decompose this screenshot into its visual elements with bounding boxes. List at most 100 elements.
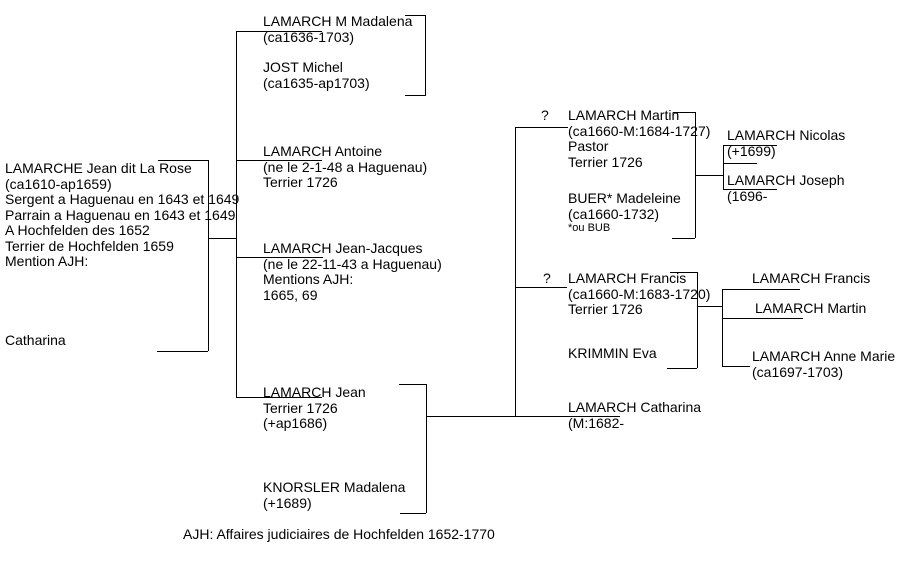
person-dates: (ca1697-1703) [752, 363, 844, 380]
person-dates: (1696- [727, 187, 768, 204]
bracket-martin-buer-bottom-line [672, 238, 695, 239]
person-lamarch-jean: LAMARCH Jean Terrier 1726 (+ap1686) [263, 384, 366, 432]
bracket-martin-children-vertical-line [723, 145, 724, 190]
uncertainty-marker: ? [543, 270, 551, 286]
person-lamarch-jean-jacques: LAMARCH Jean-Jacques (ne le 22-11-43 a H… [263, 240, 442, 303]
person-detail: Pastor [568, 138, 609, 154]
person-detail: Mentions AJH: [263, 271, 354, 287]
person-lamarch-martin-jr: LAMARCH Martin [755, 300, 867, 317]
person-name: LAMARCH Francis [752, 270, 871, 286]
bracket-francis-krimmin-top-line [670, 272, 697, 273]
bracket-jean-knorsler-vertical-line [426, 384, 427, 513]
connector-nicolas-dates-underline [723, 163, 757, 164]
person-name: KNORSLER Madalena [263, 479, 406, 495]
connector-child-anne-marie [722, 366, 750, 367]
person-detail: Terrier 1726 [568, 301, 643, 317]
connector-child-martin [515, 127, 568, 128]
person-dates: (M:1682- [568, 414, 625, 431]
person-dates: (+ap1686) [263, 415, 328, 431]
person-dates: (+1689) [263, 494, 312, 511]
bracket-gen1-top-line [158, 160, 208, 161]
person-dates: (ca1660-M:1683-1720) [568, 285, 711, 302]
bracket-jean-knorsler-bottom-line [400, 513, 426, 514]
person-name: LAMARCH Francis [568, 270, 687, 286]
bracket-francis-krimmin-vertical-line [697, 272, 698, 368]
person-lamarch-nicolas: LAMARCH Nicolas (+1699) [727, 127, 846, 159]
legend-ajh-footnote: AJH: Affaires judiciaires de Hochfelden … [183, 526, 495, 542]
person-dates: (ca1610-ap1659) [5, 175, 112, 192]
connector-child-francis [515, 287, 567, 288]
person-detail: Terrier 1726 [263, 174, 338, 190]
person-dates: (ca1636-1703) [263, 28, 355, 45]
connector-child-antoine [236, 160, 322, 161]
person-name: JOST Michel [263, 59, 343, 75]
person-lamarch-antoine: LAMARCH Antoine (ne le 2-1-48 a Haguenau… [263, 143, 428, 191]
person-name: LAMARCH Antoine [263, 143, 383, 159]
person-detail: Mention AJH: [5, 253, 89, 269]
person-name: LAMARCH Martin [568, 107, 680, 123]
bracket-gen1-bottom-line [157, 351, 208, 352]
connector-child-martin-jr [722, 318, 803, 319]
person-dates: (+1699) [727, 142, 776, 159]
person-lamarch-francis: LAMARCH Francis (ca1660-M:1683-1720) Ter… [568, 270, 711, 318]
person-lamarch-m-madalena: LAMARCH M Madalena (ca1636-1703) [263, 13, 413, 45]
uncertainty-marker: ? [541, 107, 549, 123]
person-name: LAMARCH Catharina [568, 399, 702, 415]
connector-martin-buer-to-children [695, 175, 723, 176]
person-catharina-sr: Catharina [5, 332, 66, 349]
person-name: LAMARCH Jean-Jacques [263, 240, 423, 256]
person-lamarch-francis-jr: LAMARCH Francis [752, 270, 871, 287]
person-dates: (ca1660-1732) [568, 205, 660, 222]
person-name: KRIMMIN Eva [568, 345, 657, 361]
person-buer-madeleine: BUER* Madeleine (ca1660-1732) [568, 190, 681, 222]
connector-child-francis-jr [722, 289, 800, 290]
connector-child-jean [236, 397, 322, 398]
person-name: LAMARCH Joseph [727, 172, 845, 188]
person-detail: Sergent a Haguenau en 1643 et 1649 [5, 191, 240, 207]
bracket-madalena-jost-vertical-line [425, 15, 426, 96]
person-detail: (ne le 2-1-48 a Haguenau) [263, 158, 428, 175]
person-detail: Terrier de Hochfelden 1659 [5, 237, 174, 254]
connector-child-jean-jacques [236, 257, 323, 258]
person-jost-michel: JOST Michel (ca1635-ap1703) [263, 59, 370, 91]
person-krimmin-eva: KRIMMIN Eva [568, 345, 657, 362]
person-dates: (ca1660-M:1684-1727) [568, 122, 711, 139]
person-lamarche-jean-dit-la-rose: LAMARCHE Jean dit La Rose (ca1610-ap1659… [5, 160, 240, 270]
person-lamarch-catharina: LAMARCH Catharina (M:1682- [568, 399, 702, 431]
bracket-francis-children-vertical-line [722, 289, 723, 367]
bracket-madalena-jost-top-line [405, 15, 426, 16]
connector-jean-knorsler-to-children [426, 416, 620, 417]
person-name: LAMARCH Anne Marie [752, 348, 896, 364]
person-detail: Terrier 1726 [568, 153, 643, 170]
person-detail: Parrain a Haguenau en 1643 et 1649 [5, 206, 236, 223]
person-lamarch-martin: LAMARCH Martin (ca1660-M:1684-1727) Past… [568, 107, 711, 170]
person-dates: (ca1635-ap1703) [263, 74, 370, 91]
connector-child-madalena [236, 31, 322, 32]
person-name: LAMARCH Jean [263, 384, 366, 400]
footnote-marker-note: *ou BUB [568, 222, 611, 234]
person-name: LAMARCH Nicolas [727, 127, 846, 143]
person-name: LAMARCH Martin [755, 300, 867, 316]
connector-gen1-to-children [208, 238, 236, 239]
connector-child-nicolas [723, 145, 777, 146]
bracket-gen3-children-vertical-line [515, 127, 516, 417]
bracket-martin-buer-top-line [673, 112, 695, 113]
person-detail: Terrier 1726 [263, 399, 338, 416]
bracket-francis-krimmin-bottom-line [667, 368, 697, 369]
person-detail: (ne le 22-11-43 a Haguenau) [263, 255, 442, 272]
person-lamarch-anne-marie: LAMARCH Anne Marie (ca1697-1703) [752, 348, 896, 380]
connector-child-joseph [723, 189, 777, 190]
connector-francis-krimmin-to-children [697, 306, 722, 307]
person-name: LAMARCHE Jean dit La Rose [5, 160, 192, 176]
person-knorsler-madalena: KNORSLER Madalena (+1689) [263, 479, 406, 511]
bracket-jean-knorsler-top-line [399, 384, 426, 385]
person-name: LAMARCH M Madalena [263, 13, 413, 29]
bracket-gen2-children-vertical-line [236, 31, 237, 397]
person-name: BUER* Madeleine [568, 190, 681, 206]
bracket-gen1-vertical-line [208, 160, 209, 351]
person-detail: 1665, 69 [263, 286, 318, 303]
person-lamarch-joseph: LAMARCH Joseph (1696- [727, 172, 845, 204]
bracket-madalena-jost-bottom-line [405, 95, 426, 96]
person-name: Catharina [5, 332, 66, 348]
